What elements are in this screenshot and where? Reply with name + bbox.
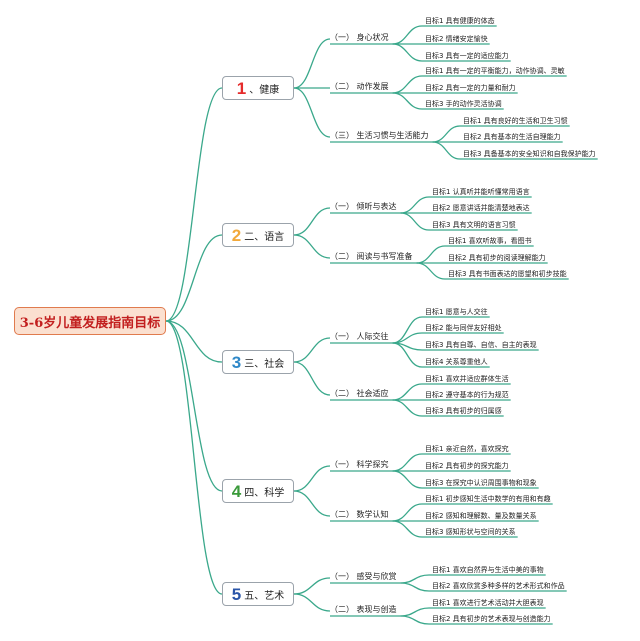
goal-item: 目标3 在探究中认识周围事物和现象 — [425, 479, 537, 487]
domain-to-subdomain-line — [293, 465, 331, 492]
subdomain-to-goal-line — [392, 503, 423, 522]
subdomain-to-goal-line — [400, 574, 430, 584]
subdomain-to-goal-line — [400, 582, 430, 592]
goal-item: 目标2 具有一定的力量和耐力 — [425, 84, 516, 92]
subdomain-to-goal-line — [392, 43, 423, 62]
subdomain-to-goal-line — [432, 141, 461, 160]
domain-number: 4 — [231, 481, 242, 501]
domain-number: 1 — [236, 78, 247, 98]
root-node: 3-6岁儿童发展指南目标 — [14, 307, 166, 335]
subdomain-label: （一） 倾听与表达 — [330, 202, 397, 211]
goal-item: 目标2 遵守基本的行为规范 — [425, 391, 509, 399]
subdomain-label: （一） 感受与欣赏 — [330, 572, 397, 581]
goal-item: 目标3 具有自尊、自信、自主的表现 — [425, 341, 537, 349]
subdomain-to-goal-line — [416, 262, 446, 280]
goal-item: 目标2 具有初步的艺术表现与创造能力 — [432, 615, 551, 623]
subdomain-to-goal-line — [432, 125, 461, 143]
domain-to-subdomain-line — [293, 87, 331, 138]
subdomain-label: （二） 社会适应 — [330, 389, 389, 398]
goal-item: 目标1 初步感知生活中数学的有用和有趣 — [425, 495, 551, 503]
goal-item: 目标1 具有健康的体态 — [425, 17, 495, 25]
root-to-domain-line — [165, 320, 223, 595]
subdomain-to-goal-line — [392, 25, 423, 45]
domain-to-subdomain-line — [293, 490, 331, 517]
goal-item: 目标1 喜欢并适应群体生活 — [425, 375, 509, 383]
goal-item: 目标3 具有文明的语言习惯 — [432, 221, 516, 229]
goal-item: 目标2 喜欢欣赏多种多样的艺术形式和作品 — [432, 582, 565, 590]
domain-number: 3 — [231, 352, 242, 372]
subdomain-to-goal-line — [416, 245, 446, 264]
domain-label: 三、社会 — [244, 358, 285, 370]
goal-item: 目标1 喜欢听故事，看图书 — [448, 237, 532, 245]
root-to-domain-line — [165, 320, 223, 492]
subdomain-label: （一） 科学探究 — [330, 460, 389, 469]
subdomain-to-goal-line — [400, 212, 430, 231]
goal-item: 目标3 具备基本的安全知识和自我保护能力 — [463, 150, 596, 158]
subdomain-to-goal-line — [392, 520, 423, 538]
goal-item: 目标1 愿意与人交往 — [425, 308, 488, 316]
goal-item: 目标1 具有一定的平衡能力，动作协调、灵敏 — [425, 67, 565, 75]
goal-item: 目标2 情绪安定愉快 — [425, 35, 488, 43]
goal-item: 目标2 愿意讲话并能清楚地表达 — [432, 204, 530, 212]
subdomain-to-goal-line — [392, 383, 423, 401]
subdomain-label: （一） 身心状况 — [330, 33, 389, 42]
domain-to-subdomain-line — [293, 577, 331, 595]
subdomain-to-goal-line — [392, 316, 423, 344]
subdomain-label: （二） 阅读与书写准备 — [330, 252, 413, 261]
subdomain-to-goal-line — [392, 342, 423, 368]
goal-item: 目标3 感知形状与空间的关系 — [425, 528, 516, 536]
root-to-domain-line — [165, 234, 223, 322]
goal-item: 目标2 具有初步的探究能力 — [425, 462, 509, 470]
subdomain-label: （一） 人际交往 — [330, 332, 389, 341]
domain-number: 2 — [231, 225, 242, 245]
subdomain-to-goal-line — [400, 196, 430, 214]
subdomain-label: （二） 动作发展 — [330, 82, 389, 91]
subdomain-label: （二） 数学认知 — [330, 510, 389, 519]
subdomain-to-goal-line — [400, 615, 430, 625]
subdomain-to-goal-line — [392, 470, 423, 489]
domain-to-subdomain-line — [293, 337, 331, 363]
goal-item: 目标1 认真听并能听懂常用语言 — [432, 188, 530, 196]
goal-item: 目标3 具有初步的归属感 — [425, 407, 502, 415]
domain-node: 1、健康 — [222, 76, 294, 100]
domain-label: 、健康 — [249, 84, 280, 96]
goal-item: 目标3 具有书面表达的愿望和初步技能 — [448, 270, 567, 278]
domain-to-subdomain-line — [293, 38, 331, 89]
goal-item: 目标4 关系尊重他人 — [425, 358, 488, 366]
domain-label: 五、艺术 — [244, 590, 285, 602]
domain-to-subdomain-line — [293, 207, 331, 236]
domain-label: 四、科学 — [244, 487, 285, 499]
domain-label: 二、语言 — [244, 231, 285, 243]
goal-item: 目标3 手的动作灵活协调 — [425, 100, 502, 108]
domain-number: 5 — [231, 584, 242, 604]
goal-item: 目标3 具有一定的适应能力 — [425, 52, 509, 60]
goal-item: 目标1 具有良好的生活和卫生习惯 — [463, 117, 568, 125]
goal-item: 目标1 喜欢自然界与生活中美的事物 — [432, 566, 544, 574]
goal-item: 目标2 具有初步的阅读理解能力 — [448, 254, 546, 262]
subdomain-label: （二） 表现与创造 — [330, 605, 397, 614]
domain-to-subdomain-line — [293, 361, 331, 396]
domain-to-subdomain-line — [293, 593, 331, 612]
domain-to-subdomain-line — [293, 234, 331, 259]
goal-item: 目标1 喜欢进行艺术活动并大胆表现 — [432, 599, 544, 607]
subdomain-label: （三） 生活习惯与生活能力 — [330, 131, 429, 140]
goal-item: 目标1 亲近自然，喜欢探究 — [425, 445, 509, 453]
root-to-domain-line — [165, 320, 223, 363]
goal-item: 目标2 感知和理解数、量及数量关系 — [425, 512, 537, 520]
subdomain-to-goal-line — [392, 75, 423, 94]
subdomain-to-goal-line — [392, 453, 423, 472]
goal-item: 目标2 能与同伴友好相处 — [425, 324, 502, 332]
subdomain-to-goal-line — [400, 607, 430, 617]
subdomain-to-goal-line — [392, 399, 423, 417]
root-to-domain-line — [165, 87, 223, 322]
goal-item: 目标2 具有基本的生活自理能力 — [463, 133, 561, 141]
subdomain-to-goal-line — [392, 92, 423, 110]
